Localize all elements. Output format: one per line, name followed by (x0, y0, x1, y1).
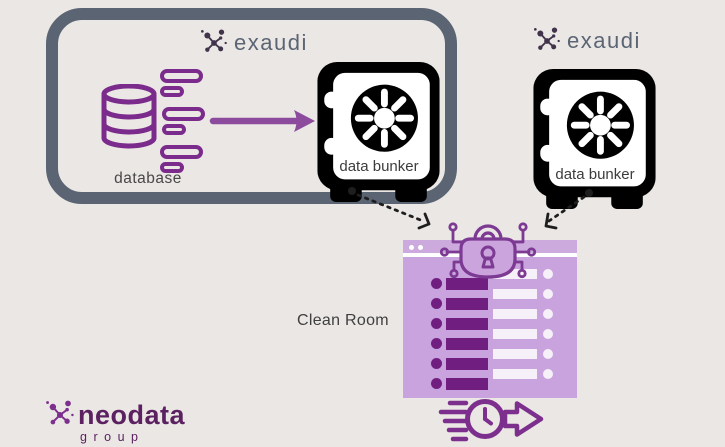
data-stream-pill (160, 145, 203, 159)
clean-room-rows-left (403, 277, 488, 398)
database-icon (101, 84, 157, 149)
database-label: database (114, 170, 182, 187)
exaudi-logo-right: exaudi (532, 26, 641, 56)
exaudi-wordmark: exaudi (567, 28, 641, 53)
data-bunker-label-left: data bunker (339, 158, 419, 175)
window-control-dots (409, 244, 423, 250)
neodata-logo: neodata (44, 399, 185, 431)
list-row-light (403, 269, 553, 279)
list-row-dark (403, 377, 488, 390)
list-row-light (403, 309, 553, 319)
exaudi-logo-left: exaudi (199, 28, 308, 58)
data-stream-pill (160, 86, 184, 97)
clean-room-rows-right (403, 269, 553, 379)
list-row-dark (403, 297, 488, 310)
data-bunker-label-right: data bunker (555, 166, 635, 183)
data-bunker-safe-icon-left (317, 62, 440, 204)
list-row-dark (403, 357, 488, 370)
list-row-dark (403, 277, 488, 290)
data-stream-pill (160, 162, 184, 173)
window-dot (418, 244, 423, 250)
neodata-wordmark: neodata (78, 400, 186, 430)
list-row-dark (403, 317, 488, 330)
list-row-light (403, 289, 553, 299)
window-dot (409, 244, 414, 250)
list-row-dark (403, 337, 488, 350)
list-row-dark (403, 397, 488, 398)
exaudi-x-icon (199, 28, 229, 58)
list-row-light (403, 349, 553, 359)
exaudi-x-icon (532, 26, 562, 56)
clock-fast-icon (438, 399, 544, 442)
padlock-circuit-icon (440, 222, 536, 279)
data-stream-pill (162, 124, 186, 135)
data-stream-pill (162, 107, 205, 121)
exaudi-wordmark: exaudi (234, 30, 308, 55)
neodata-x-icon (44, 399, 76, 431)
data-stream-pill (160, 69, 203, 83)
clean-room-label: Clean Room (297, 312, 389, 329)
list-row-light (403, 369, 553, 379)
list-row-light (403, 329, 553, 339)
data-bunker-safe-icon-right (533, 69, 656, 211)
neodata-group-label: group (80, 430, 145, 444)
